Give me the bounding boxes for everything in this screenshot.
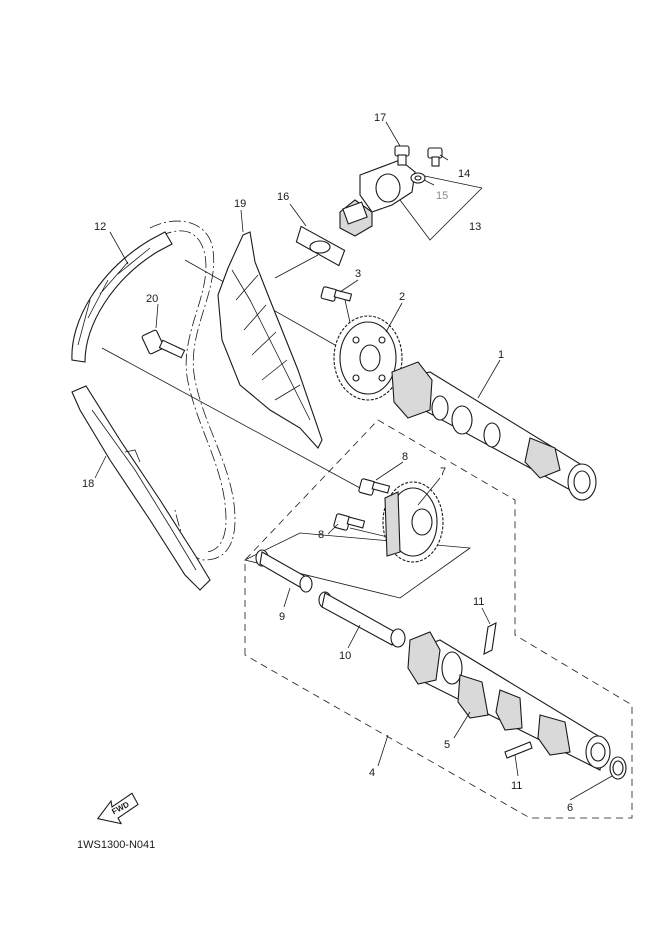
callout-6: 6 bbox=[567, 802, 573, 814]
gasket-16 bbox=[295, 225, 346, 267]
callout-4: 4 bbox=[369, 767, 375, 779]
callout-8-lower: 8 bbox=[318, 529, 324, 541]
sprocket-7 bbox=[382, 481, 444, 563]
chain-path-guide-inner bbox=[159, 230, 227, 553]
callout-3: 3 bbox=[355, 268, 361, 280]
callout-16: 16 bbox=[277, 191, 289, 203]
callout-19: 19 bbox=[234, 198, 246, 210]
callout-9: 9 bbox=[279, 611, 285, 623]
timing-chain bbox=[71, 231, 173, 363]
group-13-bracket bbox=[399, 174, 483, 241]
callout-5: 5 bbox=[444, 739, 450, 751]
callout-7: 7 bbox=[440, 466, 446, 478]
callout-1: 1 bbox=[498, 349, 504, 361]
bolt-17 bbox=[394, 145, 410, 166]
callout-18: 18 bbox=[82, 478, 94, 490]
bolt-14 bbox=[427, 147, 443, 167]
callout-20: 20 bbox=[146, 293, 158, 305]
cam-chain-tensioner bbox=[339, 159, 416, 237]
group-4-dashed-outline bbox=[244, 419, 633, 819]
callout-11-upper: 11 bbox=[473, 596, 484, 608]
callout-14: 14 bbox=[458, 168, 470, 180]
callout-15: 15 bbox=[436, 190, 448, 202]
bolt-3 bbox=[320, 286, 353, 302]
washer-15 bbox=[410, 172, 426, 184]
pin-9 bbox=[255, 549, 313, 593]
shaft-10 bbox=[318, 591, 406, 648]
chain-guide-lower bbox=[71, 385, 211, 591]
group-7-box bbox=[243, 532, 472, 599]
chain-guide-upper bbox=[217, 231, 323, 449]
camshaft-1 bbox=[391, 361, 597, 501]
sprocket-2 bbox=[333, 315, 403, 401]
leader-lines bbox=[94, 121, 613, 801]
callout-13: 13 bbox=[469, 221, 481, 233]
callout-17: 17 bbox=[374, 112, 386, 124]
reference-code: 1WS1300-N041 bbox=[77, 839, 155, 851]
dowel-pin-11-lower bbox=[504, 741, 533, 759]
axis-line-16 bbox=[274, 254, 319, 279]
callout-8-upper: 8 bbox=[402, 451, 408, 463]
callout-10: 10 bbox=[339, 650, 351, 662]
camshaft-5 bbox=[407, 631, 611, 771]
chain-path-guide bbox=[149, 220, 236, 561]
bolt-20 bbox=[141, 329, 186, 359]
callout-12: 12 bbox=[94, 221, 106, 233]
callout-11-lower: 11 bbox=[511, 780, 522, 792]
ring-6 bbox=[609, 756, 627, 780]
bolt-8-upper bbox=[358, 478, 391, 496]
axis-line-20 bbox=[101, 347, 361, 489]
dowel-pin-11-upper bbox=[483, 622, 497, 655]
callout-2: 2 bbox=[399, 291, 405, 303]
bolt-8-lower bbox=[333, 513, 366, 531]
fwd-arrow-icon: FWD bbox=[96, 792, 139, 825]
